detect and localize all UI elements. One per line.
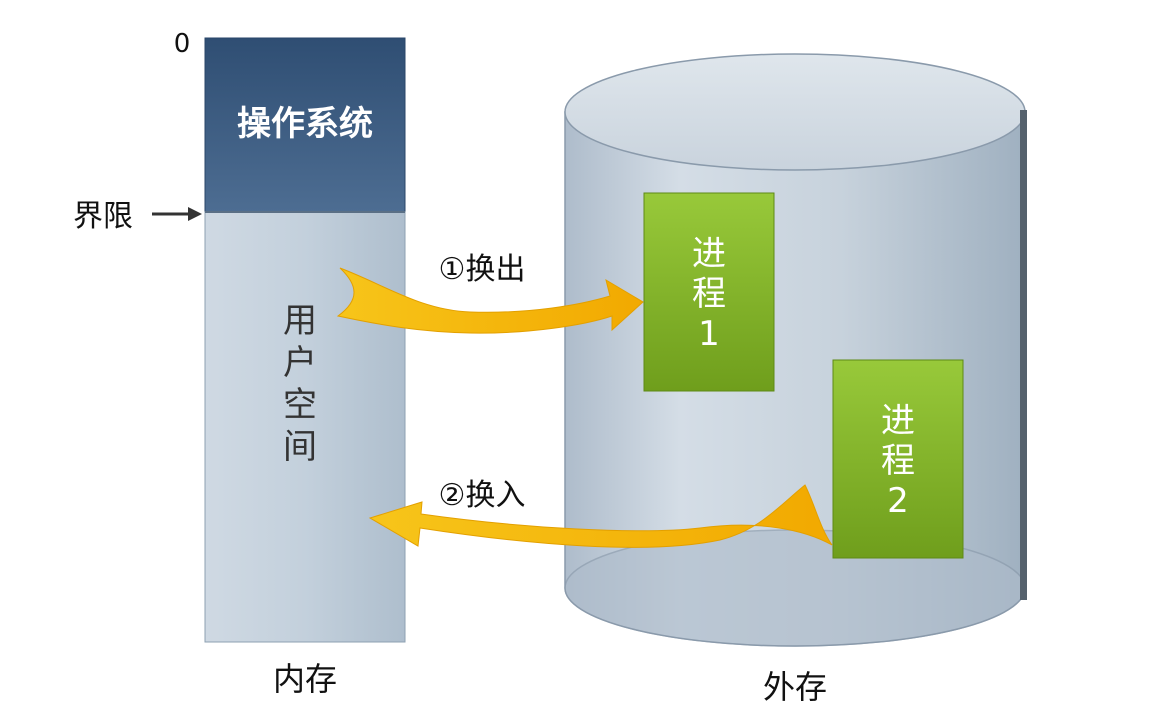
swap-in-arrow-icon <box>368 484 833 548</box>
user-space-label: 用 户 空 间 <box>283 301 317 467</box>
process-1-block: 进 程 1 <box>643 192 775 392</box>
svg-text:间: 间 <box>283 427 317 467</box>
cylinder-right-edge <box>1020 110 1027 600</box>
svg-text:1: 1 <box>698 314 720 354</box>
memory-caption: 内存 <box>273 660 337 698</box>
svg-text:2: 2 <box>887 481 909 521</box>
memory-column: 操作系统 0 界限 用 户 空 间 内存 <box>73 29 406 698</box>
swap-out-label: ①换出 <box>439 252 526 287</box>
svg-text:用: 用 <box>283 301 317 341</box>
swap-in-label: ②换入 <box>439 478 526 513</box>
os-label: 操作系统 <box>237 104 373 144</box>
swap-out-arrow-icon <box>336 267 644 334</box>
svg-text:程: 程 <box>692 274 726 314</box>
svg-text:程: 程 <box>881 441 915 481</box>
storage-cylinder: 进 程 1 进 程 2 外存 <box>564 53 1027 706</box>
boundary-arrow-icon <box>152 207 202 221</box>
svg-text:空: 空 <box>283 385 317 425</box>
svg-text:进: 进 <box>881 401 915 441</box>
address-zero: 0 <box>174 29 191 59</box>
os-block <box>204 37 406 213</box>
cylinder-top <box>564 53 1026 171</box>
svg-text:户: 户 <box>283 343 317 383</box>
boundary-label: 界限 <box>73 199 133 234</box>
svg-text:进: 进 <box>692 234 726 274</box>
process-2-block: 进 程 2 <box>832 359 964 559</box>
storage-caption: 外存 <box>763 668 827 706</box>
